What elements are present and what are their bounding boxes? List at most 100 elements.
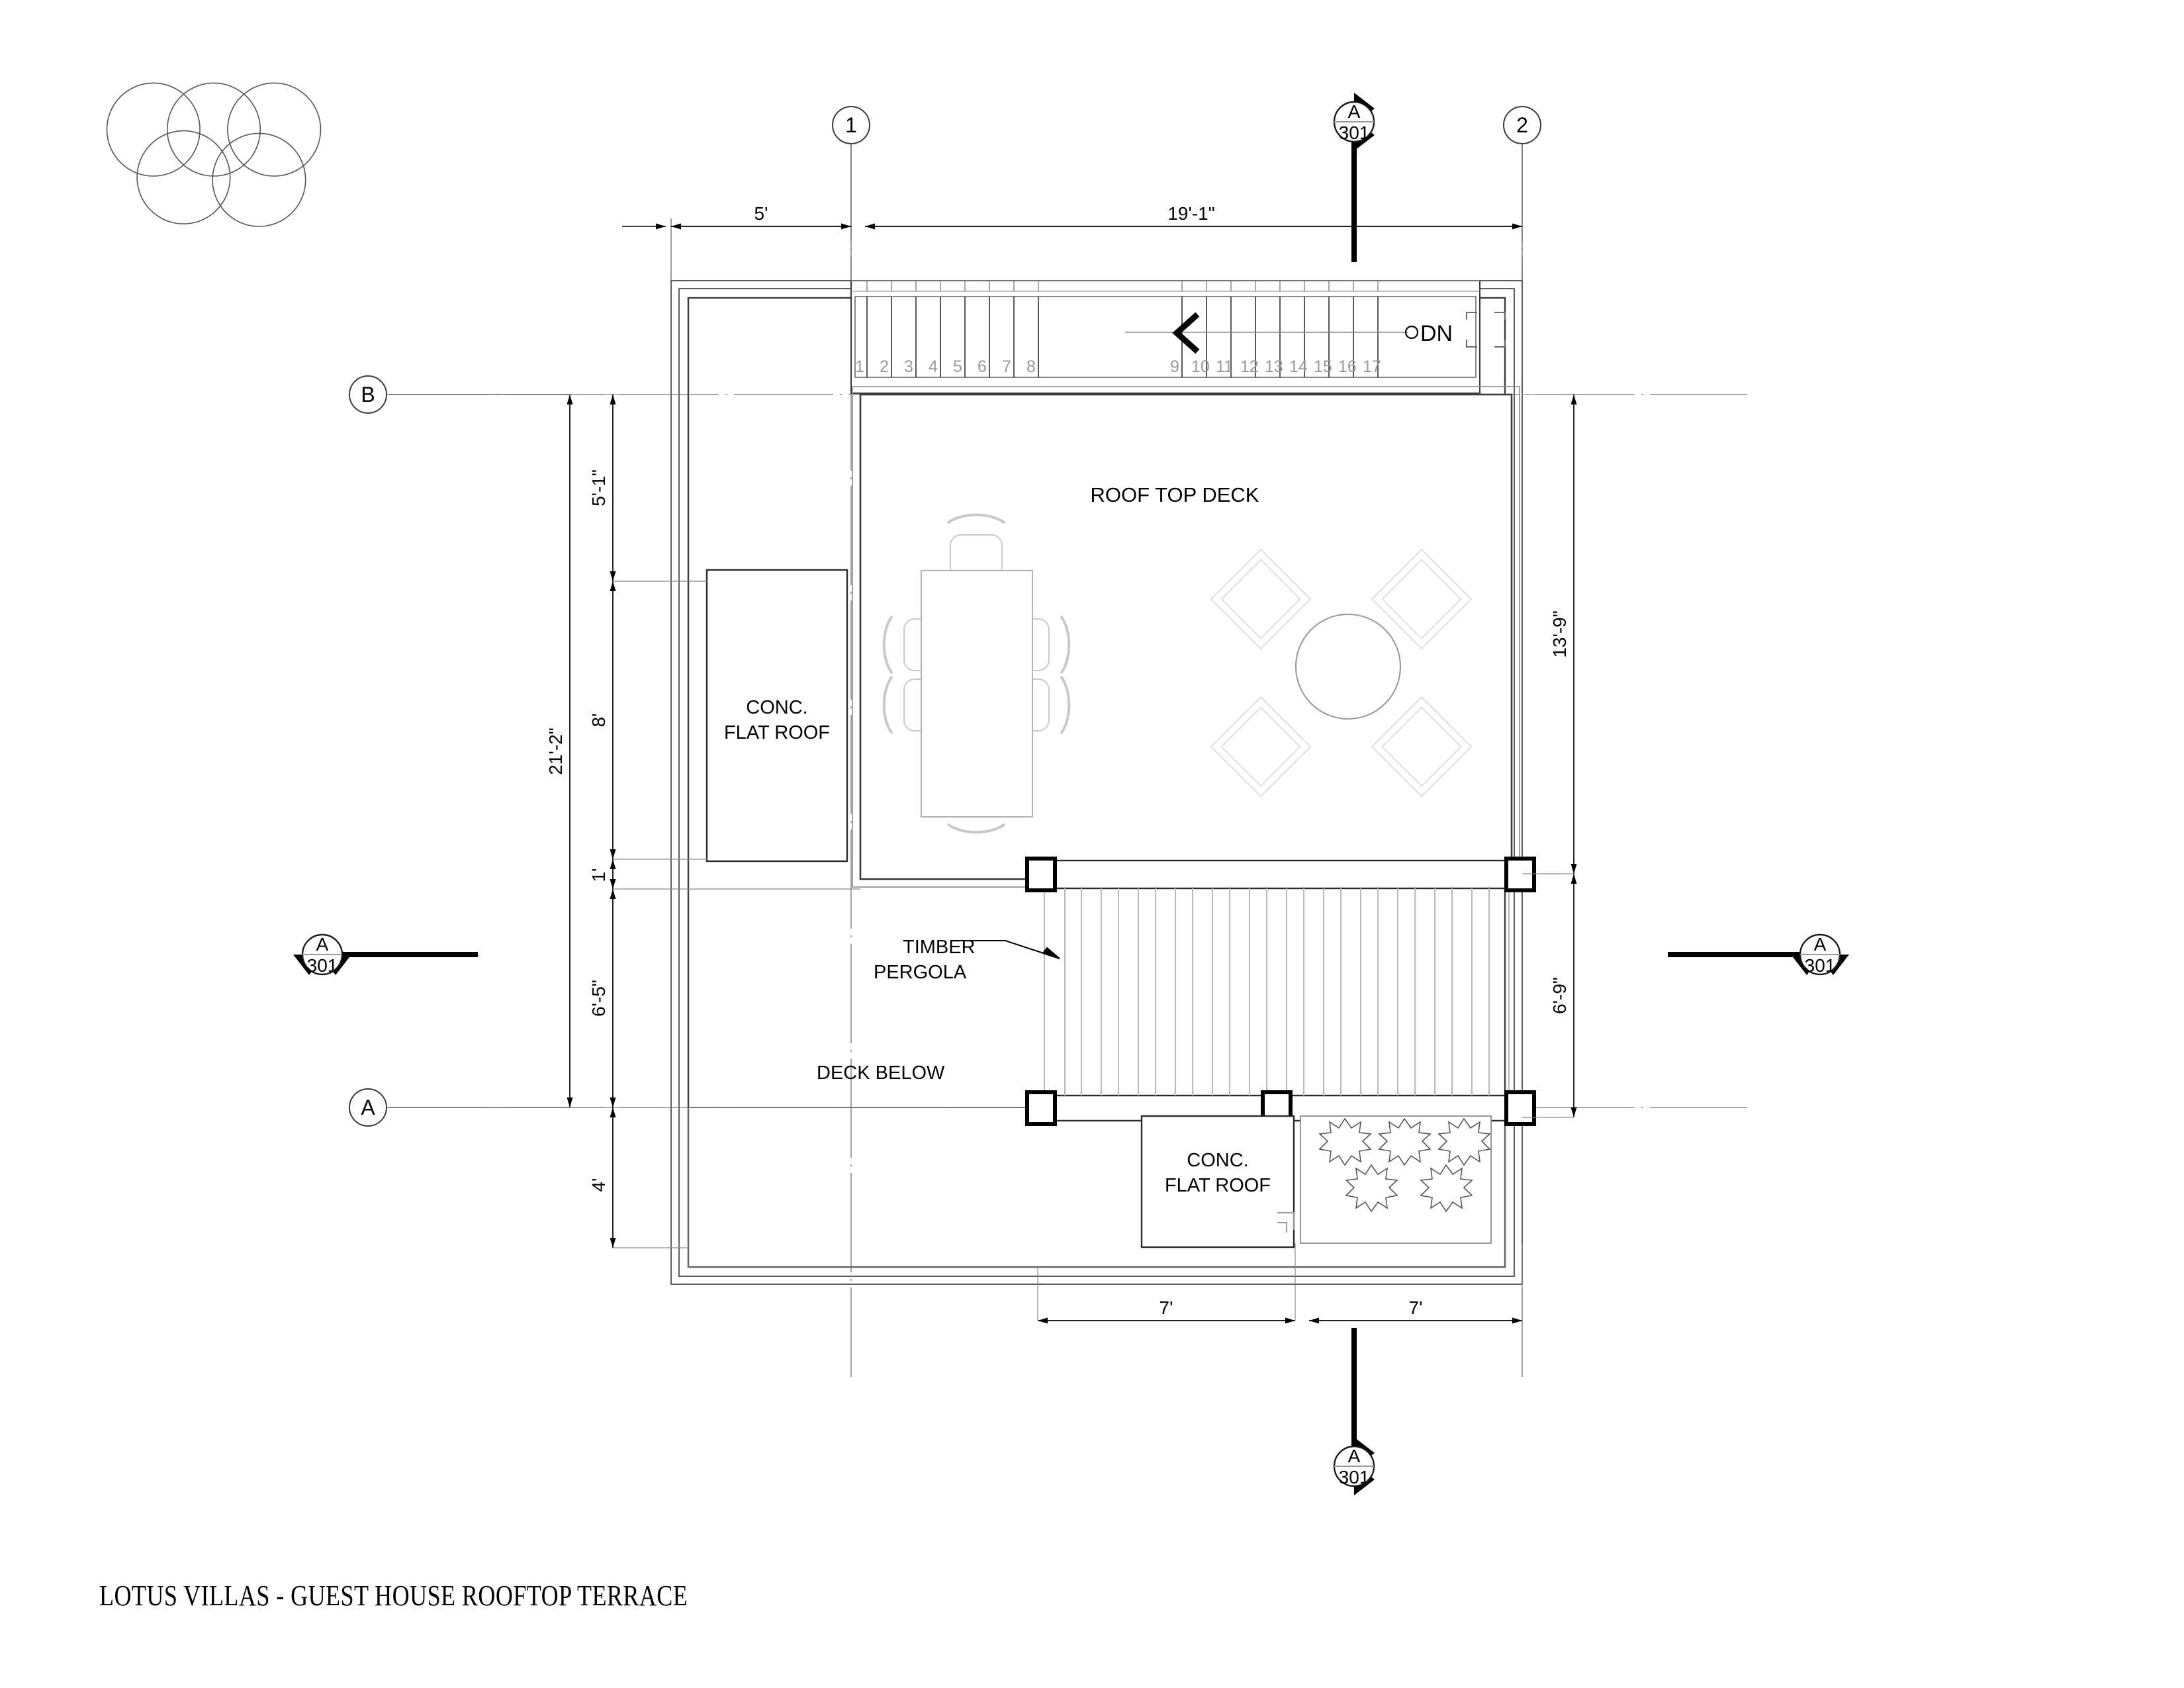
lounge-set <box>1210 548 1473 798</box>
roof-top-deck-label: ROOF TOP DECK <box>1091 483 1259 506</box>
section-marker-top-sheet: A <box>1348 101 1361 122</box>
grid-bubble-A-label: A <box>361 1096 375 1119</box>
dim-left-overall-text: 21'-2" <box>545 727 566 774</box>
dim-left-5-1-text: 5'-1" <box>588 469 609 506</box>
dim-top-19-1-text: 19'-1" <box>1167 203 1214 224</box>
dining-table <box>920 569 1034 818</box>
annotations: TIMBER PERGOLA DECK BELOW <box>817 937 1060 1084</box>
svg-text:12: 12 <box>1240 357 1259 376</box>
stair-dn-label: DN <box>1420 321 1453 346</box>
dim-bot-7a-text: 7' <box>1160 1297 1173 1318</box>
conc-flat-roof-left-label-line2: FLAT ROOF <box>724 722 830 743</box>
svg-text:13: 13 <box>1265 357 1283 376</box>
planter-bed <box>106 82 1492 1244</box>
pergola-slats <box>1044 888 1510 1096</box>
section-marker-right-detail: 301 <box>1805 955 1836 976</box>
pergola-leader-line <box>952 940 1060 959</box>
timber-pergola-label-line2: PERGOLA <box>874 962 967 983</box>
svg-text:7: 7 <box>1002 357 1011 376</box>
section-marker-bottom-sheet: A <box>1348 1446 1361 1466</box>
dim-left-8-text: 8' <box>588 714 609 727</box>
dim-left-1-text: 1' <box>588 868 609 882</box>
shrub-icon-1 <box>1318 1117 1372 1166</box>
shrub-icon-4 <box>1345 1164 1398 1213</box>
roof-drain-symbol-icon <box>1277 1212 1295 1233</box>
section-marker-bottom-detail: 301 <box>1339 1467 1370 1487</box>
grid-bubble-A[interactable]: A <box>349 1088 570 1127</box>
section-marker-right-sheet: A <box>1814 934 1827 955</box>
svg-text:16: 16 <box>1338 357 1357 376</box>
pergola-column-se <box>1504 1090 1536 1126</box>
conc-flat-roof-bottom-outline <box>1140 1115 1295 1248</box>
dim-top-5ft-text: 5' <box>754 203 768 224</box>
shrub-icon-5 <box>1420 1164 1473 1213</box>
dim-left-4-text: 4' <box>588 1178 609 1192</box>
svg-text:15: 15 <box>1314 357 1332 376</box>
dim-bot-7b-text: 7' <box>1409 1297 1423 1318</box>
dim-right-13-9-text: 13'-9" <box>1549 610 1570 657</box>
svg-text:14: 14 <box>1289 357 1308 376</box>
svg-text:4: 4 <box>929 357 938 376</box>
dim-left-6-5-text: 6'-5" <box>588 980 609 1017</box>
lounge-round-table <box>1295 613 1402 720</box>
dimension-left-overall-group <box>567 394 662 1108</box>
grid-bubble-B-circle <box>349 375 387 414</box>
dimension-right-group <box>1522 394 1577 1118</box>
svg-text:9: 9 <box>1170 357 1179 376</box>
pergola-column-ne <box>1504 857 1536 892</box>
conc-flat-roof-left-label-line1: CONC. <box>746 697 807 718</box>
conc-flat-roof-left: CONC. FLAT ROOF <box>705 569 848 863</box>
drawing-title-block: LOTUS VILLAS - GUEST HOUSE ROOFTOP TERRA… <box>99 1579 817 1613</box>
stair-inner-box <box>854 296 1477 378</box>
section-marker-top-detail: 301 <box>1339 122 1370 143</box>
pergola-beam-top <box>1036 859 1524 890</box>
lounge-chair-nw <box>1210 548 1312 650</box>
timber-pergola-label-line1: TIMBER <box>903 937 976 958</box>
pergola-column-sw <box>1025 1090 1057 1126</box>
stair-origin-dot-icon <box>1404 325 1419 340</box>
grid-bubble-1[interactable]: 1 <box>832 106 870 218</box>
shrub-icon-2 <box>1378 1117 1432 1166</box>
deck-below-label: DECK BELOW <box>817 1062 945 1084</box>
svg-text:1: 1 <box>855 357 864 376</box>
dining-set <box>882 513 1071 834</box>
grid-bubble-B-label: B <box>361 383 375 406</box>
section-marker-left-sheet: A <box>316 934 329 955</box>
svg-text:11: 11 <box>1216 357 1233 376</box>
conc-flat-roof-left-outline <box>705 569 848 863</box>
conc-flat-roof-bottom-label-line2: FLAT ROOF <box>1165 1175 1271 1196</box>
section-marker-top[interactable]: A 301 <box>1333 93 1375 262</box>
conc-flat-roof-bottom: CONC. FLAT ROOF <box>1140 1115 1295 1248</box>
svg-text:17: 17 <box>1363 357 1381 376</box>
dimension-top-group <box>622 218 1523 281</box>
conc-flat-roof-bottom-label-line1: CONC. <box>1187 1150 1248 1171</box>
grid-bubble-1-circle <box>832 106 870 144</box>
planter-shrubs <box>106 82 1491 1213</box>
stair-down-arrow-icon <box>1172 312 1200 354</box>
stair-treads <box>866 297 1379 377</box>
section-marker-left-detail: 301 <box>307 955 338 976</box>
svg-text:2: 2 <box>880 357 889 376</box>
dimension-bottom-group <box>1037 1243 1523 1324</box>
stair-outer-box <box>850 280 1480 394</box>
svg-text:3: 3 <box>904 357 913 376</box>
grid-bubble-1-label: 1 <box>845 113 857 137</box>
dimension-left-chain-group <box>610 395 860 1248</box>
grid-bubble-B[interactable]: B <box>349 375 570 414</box>
stair-top-band <box>851 280 1480 292</box>
lounge-chair-se <box>1371 696 1473 798</box>
dim-right-6-9-text: 6'-9" <box>1549 977 1570 1014</box>
grid-bubble-2-label: 2 <box>1516 113 1528 137</box>
section-marker-left[interactable]: A 301 <box>293 933 478 976</box>
svg-text:5: 5 <box>953 357 962 376</box>
section-marker-bottom[interactable]: A 301 <box>1333 1328 1375 1495</box>
section-marker-right[interactable]: A 301 <box>1668 933 1849 976</box>
grid-bubble-2[interactable]: 2 <box>1503 106 1541 218</box>
grid-bubble-2-circle <box>1503 106 1541 144</box>
lounge-chair-sw <box>1210 696 1312 798</box>
svg-text:6: 6 <box>978 357 987 376</box>
